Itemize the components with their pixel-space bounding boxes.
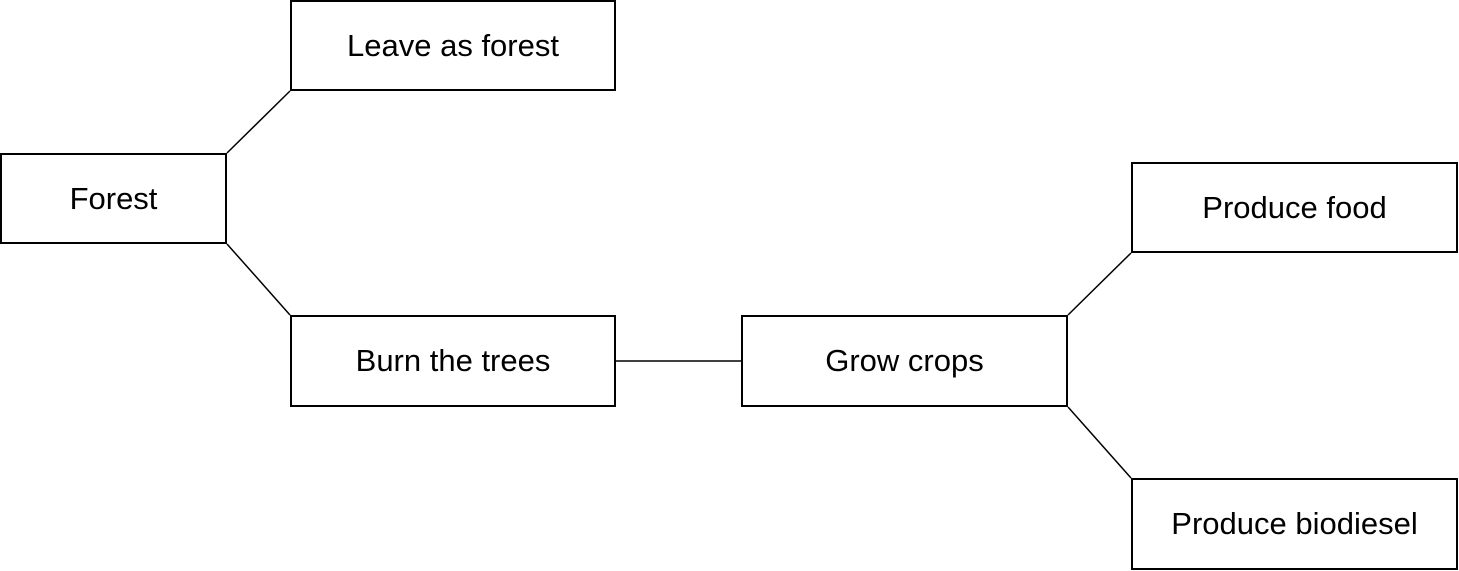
node-produce-food: Produce food — [1131, 162, 1458, 253]
edge-grow-crops-to-produce-food — [1067, 252, 1132, 316]
node-produce-biodiesel: Produce biodiesel — [1131, 478, 1458, 570]
edge-forest-to-leave-as-forest — [226, 90, 291, 154]
node-burn-the-trees-label: Burn the trees — [355, 343, 551, 378]
node-forest-label: Forest — [69, 180, 158, 216]
node-grow-crops-label: Grow crops — [825, 343, 984, 378]
edge-grow-crops-to-produce-biodiesel — [1067, 406, 1132, 479]
edge-forest-to-burn-the-trees — [226, 243, 291, 316]
node-grow-crops: Grow crops — [741, 315, 1068, 407]
node-leave-as-forest-label: Leave as forest — [347, 27, 559, 63]
node-burn-the-trees: Burn the trees — [290, 315, 616, 407]
node-produce-biodiesel-label: Produce biodiesel — [1171, 506, 1418, 541]
node-forest: Forest — [0, 153, 227, 244]
node-produce-food-label: Produce food — [1202, 189, 1387, 225]
node-leave-as-forest: Leave as forest — [290, 0, 616, 91]
